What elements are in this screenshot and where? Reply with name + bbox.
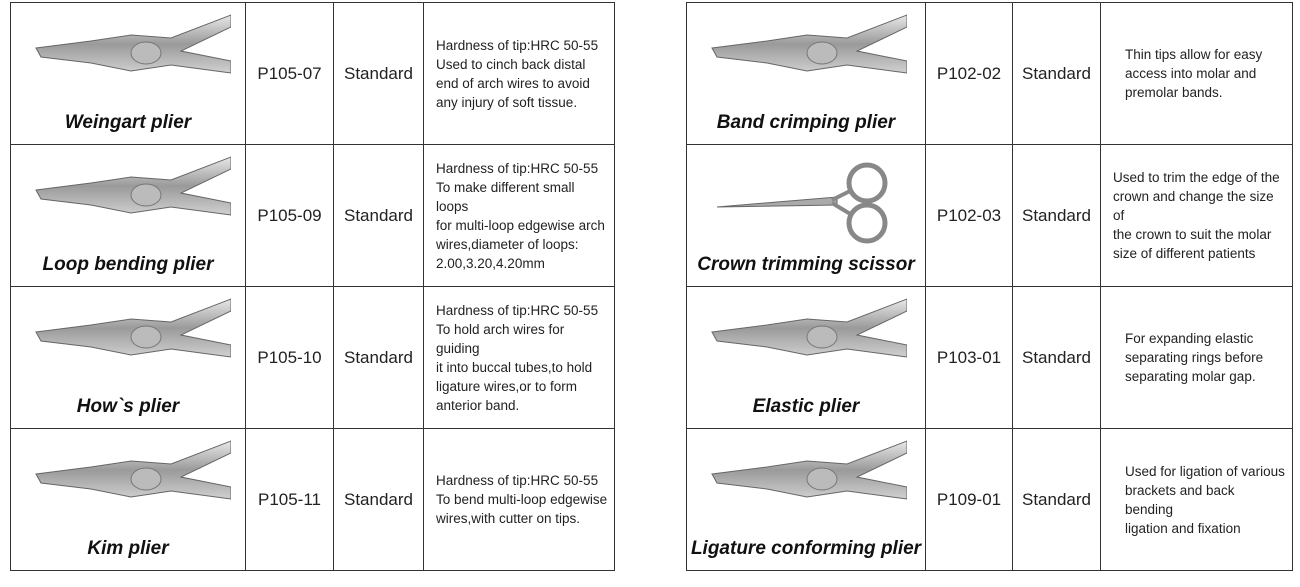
description-line: Hardness of tip:HRC 50-55 — [436, 160, 599, 176]
product-description: Used to trim the edge of the crown and ch… — [1100, 144, 1293, 287]
description-line: premolar bands. — [1125, 85, 1223, 100]
description-line: for multi-loop edgewise arch — [436, 217, 605, 233]
description-line: the crown to suit the molar — [1113, 227, 1272, 242]
product-code: P105-07 — [245, 2, 334, 145]
product-image-cell: Loop bending plier — [10, 144, 246, 287]
description-line: any injury of soft tissue. — [436, 94, 578, 110]
product-description: Used for ligation of various brackets and… — [1100, 428, 1293, 571]
product-type: Standard — [1012, 428, 1101, 571]
product-image-cell: How`s plier — [10, 286, 246, 429]
description-line: Thin tips allow for easy — [1125, 47, 1263, 62]
description-line: For expanding elastic — [1125, 331, 1254, 346]
plier-icon — [31, 297, 232, 387]
description-line: brackets and back bending — [1125, 482, 1235, 517]
product-type: Standard — [333, 286, 424, 429]
description-line: separating molar gap. — [1125, 369, 1256, 384]
product-image-cell: Weingart plier — [10, 2, 246, 145]
description-line: anterior band. — [436, 397, 520, 413]
description-line: To bend multi-loop edgewise — [436, 492, 608, 507]
description-line: Hardness of tip:HRC 50-55 — [436, 37, 599, 53]
plier-icon — [31, 155, 232, 245]
product-code: P102-02 — [925, 2, 1013, 145]
scissor-icon — [707, 155, 907, 245]
plier-icon — [31, 13, 232, 103]
product-type: Standard — [333, 144, 424, 287]
product-name: Weingart plier — [64, 112, 192, 133]
product-type: Standard — [1012, 2, 1101, 145]
plier-icon — [707, 297, 908, 387]
product-name: Loop bending plier — [42, 254, 214, 275]
plier-icon — [707, 439, 908, 529]
product-code: P105-09 — [245, 144, 334, 287]
product-name: Band crimping plier — [716, 112, 896, 133]
product-code: P103-01 — [925, 286, 1013, 429]
description-line: wires,diameter of loops: — [436, 236, 579, 252]
product-code: P105-10 — [245, 286, 334, 429]
description-line: it into buccal tubes,to hold — [436, 359, 593, 375]
description-line: Used for ligation of various — [1125, 463, 1285, 479]
product-type: Standard — [333, 428, 424, 571]
product-code: P109-01 — [925, 428, 1013, 571]
description-line: Used to trim the edge of the — [1113, 170, 1280, 185]
product-description: For expanding elastic separating rings be… — [1100, 286, 1293, 429]
description-line: Hardness of tip:HRC 50-55 — [436, 473, 599, 488]
description-line: wires,with cutter on tips. — [436, 511, 581, 526]
product-name: Elastic plier — [752, 396, 860, 417]
product-name: Ligature conforming plier — [690, 538, 922, 559]
description-line: separating rings before — [1125, 350, 1264, 365]
product-description: Hardness of tip:HRC 50-55 To make differe… — [423, 144, 615, 287]
product-type: Standard — [333, 2, 424, 145]
product-type: Standard — [1012, 286, 1101, 429]
product-name: How`s plier — [76, 396, 180, 417]
description-line: Used to cinch back distal — [436, 56, 586, 72]
product-description: Thin tips allow for easy access into mola… — [1100, 2, 1293, 145]
product-name: Crown trimming scissor — [697, 254, 915, 275]
product-image-cell: Elastic plier — [686, 286, 926, 429]
description-line: size of different patients — [1113, 246, 1256, 261]
description-line: To hold arch wires for guiding — [436, 321, 565, 356]
plier-icon — [31, 439, 232, 529]
plier-icon — [707, 13, 908, 103]
description-line: ligation and fixation — [1125, 520, 1241, 536]
description-line: crown and change the size of — [1113, 189, 1274, 223]
description-line: end of arch wires to avoid — [436, 75, 590, 91]
description-line: Hardness of tip:HRC 50-55 — [436, 302, 599, 318]
product-image-cell: Band crimping plier — [686, 2, 926, 145]
product-image-cell: Kim plier — [10, 428, 246, 571]
product-code: P102-03 — [925, 144, 1013, 287]
description-line: 2.00,3.20,4.20mm — [436, 255, 545, 271]
product-type: Standard — [1012, 144, 1101, 287]
description-line: To make different small loops — [436, 179, 575, 214]
product-description: Hardness of tip:HRC 50-55 To hold arch wi… — [423, 286, 615, 429]
product-image-cell: Ligature conforming plier — [686, 428, 926, 571]
product-name: Kim plier — [87, 538, 169, 559]
product-image-cell: Crown trimming scissor — [686, 144, 926, 287]
description-line: access into molar and — [1125, 66, 1257, 81]
product-code: P105-11 — [245, 428, 334, 571]
product-description: Hardness of tip:HRC 50-55 To bend multi-l… — [423, 428, 615, 571]
description-line: ligature wires,or to form — [436, 378, 578, 394]
